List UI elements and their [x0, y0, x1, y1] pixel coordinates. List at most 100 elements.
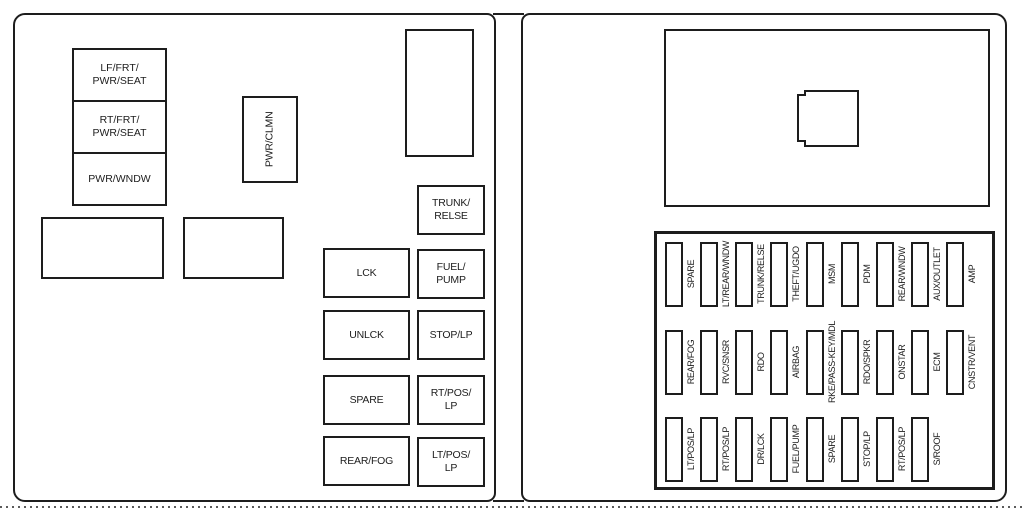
relay-box-pwr-clmn: PWR/CLMN: [242, 96, 298, 183]
fuse-rdo: RDO: [735, 330, 769, 395]
fuse-body: [735, 242, 753, 307]
connector-outline: [797, 90, 859, 147]
fuse-label: STOP/LP: [862, 431, 872, 467]
fuse-fuel-pump: FUEL/PUMP: [770, 417, 804, 482]
relay-box-rt-pos-lp: RT/POS/ LP: [417, 375, 485, 425]
fuse-label: SPARE: [827, 434, 837, 464]
fuse-airbag: AIRBAG: [770, 330, 804, 395]
fuse-label: ECM: [932, 352, 942, 372]
fuse-label: RDO/SPKR: [862, 339, 872, 385]
fuse-s-roof: S/ROOF: [911, 417, 945, 482]
fuse-label: S/ROOF: [932, 432, 942, 466]
fuse-dr-lck: DR/LCK: [735, 417, 769, 482]
fuse-label: LT/POS/LP: [686, 427, 696, 471]
relay-box-fuel-pump: FUEL/ PUMP: [417, 249, 485, 299]
fuse-body: [946, 330, 964, 395]
relay-stack: LF/FRT/ PWR/SEAT RT/FRT/ PWR/SEAT PWR/WN…: [72, 48, 167, 206]
fuse-body: [770, 330, 788, 395]
fuse-body: [700, 330, 718, 395]
relay-box-stop-lp: STOP/LP: [417, 310, 485, 360]
fuse-body: [665, 330, 683, 395]
fuse-label: RVC/SNSR: [721, 340, 731, 384]
fuse-body: [665, 417, 683, 482]
fuse-label: AMP: [967, 264, 977, 284]
fuse-rvc-snsr: RVC/SNSR: [700, 330, 734, 395]
fuse-body: [876, 242, 894, 307]
fuse-label: AIRBAG: [791, 345, 801, 379]
fuse-rt-pos-lp-2: RT/POS/LP: [876, 417, 910, 482]
fuse-label: SPARE: [686, 259, 696, 289]
fuse-label: CNSTR/VENT: [967, 334, 977, 390]
relay-box-lt-pos-lp: LT/POS/ LP: [417, 437, 485, 487]
fuse-spare-1: SPARE: [665, 242, 699, 307]
fuse-body: [665, 242, 683, 307]
gap-bottom-connector: [493, 500, 524, 502]
fuse-rdo-spkr: RDO/SPKR: [841, 330, 875, 395]
blank-relay-mid: [183, 217, 284, 279]
fuse-aux-outlet: AUX/OUTLET: [911, 242, 945, 307]
fuse-body: [770, 242, 788, 307]
fuse-label: REAR/WNDW: [897, 246, 907, 302]
fuse-rke-pass-key-mdl: RKE/PASS-KEY/MDL: [806, 321, 840, 403]
fuse-stop-lp: STOP/LP: [841, 417, 875, 482]
blank-relay-tall: [405, 29, 474, 157]
fuse-body: [911, 417, 929, 482]
relay-box-spare: SPARE: [323, 375, 410, 425]
fuse-lt-rear-wndw: LT/REAR/WNDW: [700, 240, 734, 308]
fuse-body: [735, 417, 753, 482]
fuse-body: [841, 242, 859, 307]
fuse-label: RKE/PASS-KEY/MDL: [827, 320, 837, 404]
blank-relay-left: [41, 217, 164, 279]
fuse-body: [806, 417, 824, 482]
relay-box-unlck: UNLCK: [323, 310, 410, 360]
fuse-body: [700, 242, 718, 307]
fuse-label: AUX/OUTLET: [932, 247, 942, 301]
fuse-lt-pos-lp: LT/POS/LP: [665, 417, 699, 482]
fuse-label: RDO: [756, 352, 766, 372]
scan-dotted-line: [0, 506, 1024, 508]
fuse-body: [876, 417, 894, 482]
fuse-label: MSM: [827, 263, 837, 285]
fuse-body: [841, 417, 859, 482]
fuse-body: [700, 417, 718, 482]
fuse-body: [841, 330, 859, 395]
fuse-body: [806, 242, 824, 307]
left-compartment: LF/FRT/ PWR/SEAT RT/FRT/ PWR/SEAT PWR/WN…: [13, 13, 496, 502]
fuse-label: ONSTAR: [897, 344, 907, 380]
fuse-rear-fog: REAR/FOG: [665, 330, 699, 395]
fuse-rt-pos-lp-1: RT/POS/LP: [700, 417, 734, 482]
fuse-theft-ugdo: THEFT/UGDO: [770, 242, 804, 307]
fuse-cnstr-vent: CNSTR/VENT: [946, 330, 980, 395]
fuse-label: RT/POS/LP: [721, 426, 731, 472]
relay-box-lck: LCK: [323, 248, 410, 298]
fuse-body: [735, 330, 753, 395]
fuse-ecm: ECM: [911, 330, 945, 395]
fuse-body: [770, 417, 788, 482]
fuse-label: REAR/FOG: [686, 339, 696, 385]
fuse-label: PDM: [862, 264, 872, 284]
fuse-body: [946, 242, 964, 307]
fuse-label: THEFT/UGDO: [791, 246, 801, 302]
fuse-body: [876, 330, 894, 395]
fuse-label: DR/LCK: [756, 433, 766, 465]
fuse-body: [911, 242, 929, 307]
fuse-onstar: ONSTAR: [876, 330, 910, 395]
fuse-body: [911, 330, 929, 395]
fuse-spare-2: SPARE: [806, 417, 840, 482]
fuse-label: TRUNK/RELSE: [756, 244, 766, 304]
fuse-rear-wndw: REAR/WNDW: [876, 242, 910, 307]
fuse-amp: AMP: [946, 242, 980, 307]
fuse-body: [806, 330, 824, 395]
relay-box-trunk-relse: TRUNK/ RELSE: [417, 185, 485, 235]
relay-cell-lf-frt-pwr-seat: LF/FRT/ PWR/SEAT: [72, 48, 167, 102]
gap-top-connector: [493, 13, 524, 15]
fuse-label: RT/POS/LP: [897, 426, 907, 472]
relay-cell-rt-frt-pwr-seat: RT/FRT/ PWR/SEAT: [72, 100, 167, 154]
fuse-label: LT/REAR/WNDW: [721, 240, 731, 308]
relay-cell-pwr-wndw: PWR/WNDW: [72, 152, 167, 206]
pwr-clmn-label: PWR/CLMN: [263, 111, 276, 168]
fuse-pdm: PDM: [841, 242, 875, 307]
fuse-msm: MSM: [806, 242, 840, 307]
fuse-trunk-relse: TRUNK/RELSE: [735, 242, 769, 307]
